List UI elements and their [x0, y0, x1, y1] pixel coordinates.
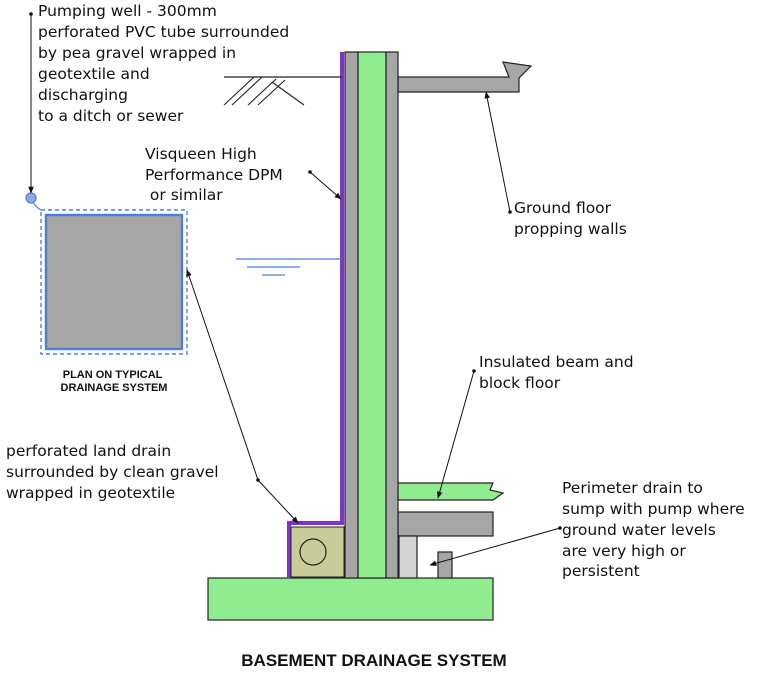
water-level-symbol: [236, 258, 342, 276]
plan-basement-area: [44, 213, 184, 351]
inner-wall-leaf: [385, 51, 399, 579]
label-pumping-well: Pumping well - 300mm perforated PVC tube…: [38, 2, 294, 125]
floor-beam: [397, 511, 494, 537]
ground-floor-slab: [397, 61, 533, 93]
diagram-title: BASEMENT DRAINAGE SYSTEM: [241, 651, 506, 670]
land-drain-pipe: [299, 538, 327, 566]
leader-land-drain-plan: [186, 269, 259, 481]
plan-drain-outline: [40, 209, 188, 355]
foundation-slab: [207, 577, 494, 621]
floor-support-light: [398, 535, 418, 579]
ground-hatch: [223, 76, 305, 106]
leader-land-drain-section: [257, 479, 299, 524]
label-insulated-floor: Insulated beam and block floor: [479, 353, 638, 392]
leader-visqueen: [309, 171, 342, 200]
wall-core-green: [357, 51, 387, 579]
pumping-well-symbol[interactable]: [25, 192, 37, 204]
leader-dots: [29, 12, 562, 530]
label-perimeter-drain: Perimeter drain to sump with pump where …: [562, 479, 750, 580]
leader-lines: [28, 14, 561, 566]
leader-perimeter-drain: [429, 527, 561, 566]
dpm-membrane: [287, 52, 344, 578]
leader-ground-floor: [484, 91, 511, 213]
insulated-floor-green: [397, 482, 505, 501]
sleeper-post: [437, 551, 453, 579]
label-land-drain: perforated land drain surrounded by clea…: [6, 442, 224, 502]
leader-insulated-floor: [437, 370, 475, 499]
outer-wall-leaf: [344, 51, 359, 579]
label-ground-floor: Ground floor propping walls: [514, 199, 627, 238]
plan-caption: PLAN ON TYPICAL DRAINAGE SYSTEM: [61, 369, 168, 394]
label-visqueen: Visqueen High Performance DPM or similar: [0, 0, 307, 204]
